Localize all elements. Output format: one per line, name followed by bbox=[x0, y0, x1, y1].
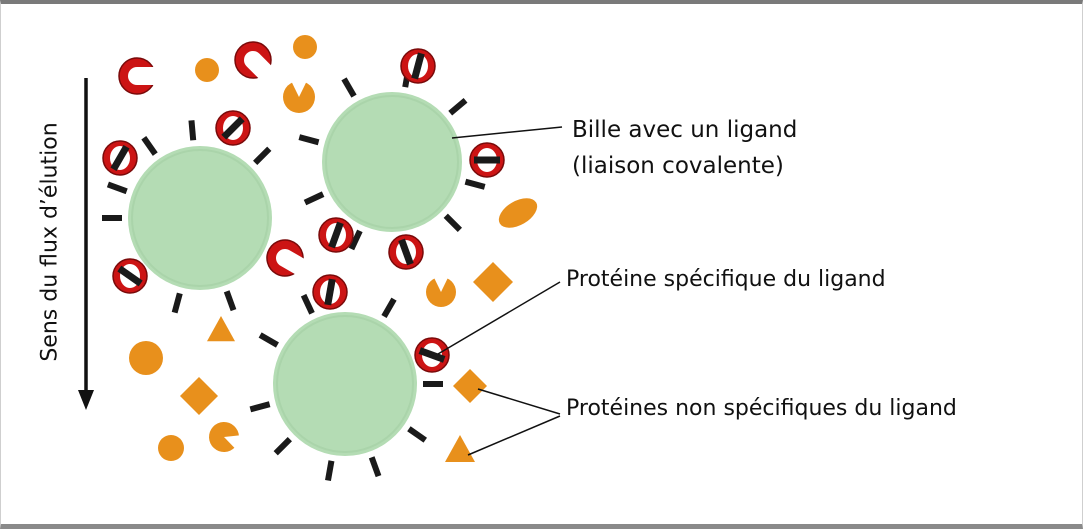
nonspecific-protein-circle bbox=[293, 35, 317, 59]
ligand-stick bbox=[273, 437, 292, 456]
bound-specific-protein bbox=[112, 258, 148, 294]
ligand-stick bbox=[253, 146, 272, 165]
nonspecific-protein-triangle bbox=[207, 316, 235, 342]
bound-specific-protein bbox=[414, 337, 450, 373]
bead-3 bbox=[273, 312, 417, 456]
bead-pointer-line bbox=[451, 126, 563, 139]
nonspecific-protein-circle bbox=[129, 341, 163, 375]
bound-specific-protein bbox=[388, 234, 424, 270]
bead-label-line2: (liaison covalente) bbox=[572, 153, 784, 179]
free-specific-protein bbox=[234, 41, 275, 82]
ligand-stick bbox=[443, 213, 463, 233]
nonspecific-pointer-line-2 bbox=[467, 415, 561, 456]
nonspecific-protein-diamond bbox=[453, 369, 487, 403]
bound-ligand bbox=[418, 347, 446, 363]
bound-specific-protein bbox=[469, 142, 505, 178]
ligand-stick bbox=[300, 293, 315, 315]
bound-ligand bbox=[110, 144, 130, 172]
bead-texture bbox=[131, 149, 269, 287]
nonspecific-protein-notched bbox=[283, 79, 315, 113]
nonspecific-protein-triangle bbox=[445, 435, 475, 462]
ligand-stick bbox=[171, 292, 183, 314]
free-specific-protein bbox=[118, 57, 159, 95]
ligand-stick bbox=[407, 426, 427, 443]
ligand-stick bbox=[325, 460, 335, 482]
open-binding-pocket bbox=[128, 67, 159, 85]
nonspecific-proteins-label: Protéines non spécifiques du ligand bbox=[566, 396, 957, 421]
specific-pointer-line bbox=[437, 281, 561, 355]
free-specific-protein bbox=[266, 239, 309, 277]
ligand-stick bbox=[249, 401, 271, 413]
ligand-stick bbox=[464, 178, 486, 190]
bound-ligand bbox=[117, 265, 143, 287]
nonspecific-protein-diamond bbox=[473, 262, 513, 302]
bound-ligand bbox=[328, 221, 344, 249]
ligand-stick bbox=[106, 181, 128, 195]
bead-texture bbox=[276, 315, 414, 453]
bound-ligand bbox=[221, 116, 245, 140]
bound-specific-protein bbox=[215, 110, 251, 146]
bead-label-line1: Bille avec un ligand bbox=[572, 117, 798, 143]
bead-label: Bille avec un ligand (liaison covalente) bbox=[572, 112, 797, 184]
bound-specific-protein bbox=[312, 274, 348, 310]
ligand-stick bbox=[348, 229, 363, 251]
bead-texture bbox=[325, 95, 459, 229]
bound-specific-protein bbox=[102, 140, 138, 176]
label-pointer-lines bbox=[437, 126, 563, 456]
open-binding-pocket bbox=[276, 249, 309, 277]
ligand-stick bbox=[381, 297, 397, 318]
bound-ligand bbox=[324, 278, 336, 306]
ligand-stick bbox=[298, 134, 320, 146]
nonspecific-protein-ellipse bbox=[498, 198, 538, 228]
open-binding-pocket bbox=[244, 51, 275, 82]
bead-1 bbox=[128, 146, 272, 290]
ligand-stick bbox=[448, 97, 468, 116]
nonspecific-protein-notched bbox=[426, 275, 456, 307]
bound-ligand bbox=[398, 238, 414, 266]
elution-flow-text: Sens du flux d’élution bbox=[37, 122, 63, 362]
ligand-stick bbox=[341, 77, 357, 98]
specific-protein-label: Protéine spécifique du ligand bbox=[566, 267, 886, 292]
nonspecific-protein-circle bbox=[195, 58, 219, 82]
ligand-stick bbox=[258, 332, 279, 348]
ligand-stick bbox=[223, 290, 237, 312]
bound-specific-protein bbox=[400, 48, 436, 84]
ligand-stick bbox=[303, 191, 325, 206]
bound-specific-protein bbox=[318, 217, 354, 253]
ligand-stick bbox=[141, 136, 158, 156]
nonspecific-protein-circle bbox=[158, 435, 184, 461]
nonspecific-protein-notched bbox=[209, 422, 243, 452]
nonspecific-protein-diamond bbox=[180, 377, 218, 415]
ligand-stick bbox=[368, 456, 382, 478]
bound-ligand bbox=[411, 52, 425, 80]
nonspecific-pointer-line-1 bbox=[477, 388, 561, 415]
elution-flow-arrow bbox=[78, 78, 94, 410]
bead-2 bbox=[322, 92, 462, 232]
ligand-stick bbox=[188, 120, 197, 141]
